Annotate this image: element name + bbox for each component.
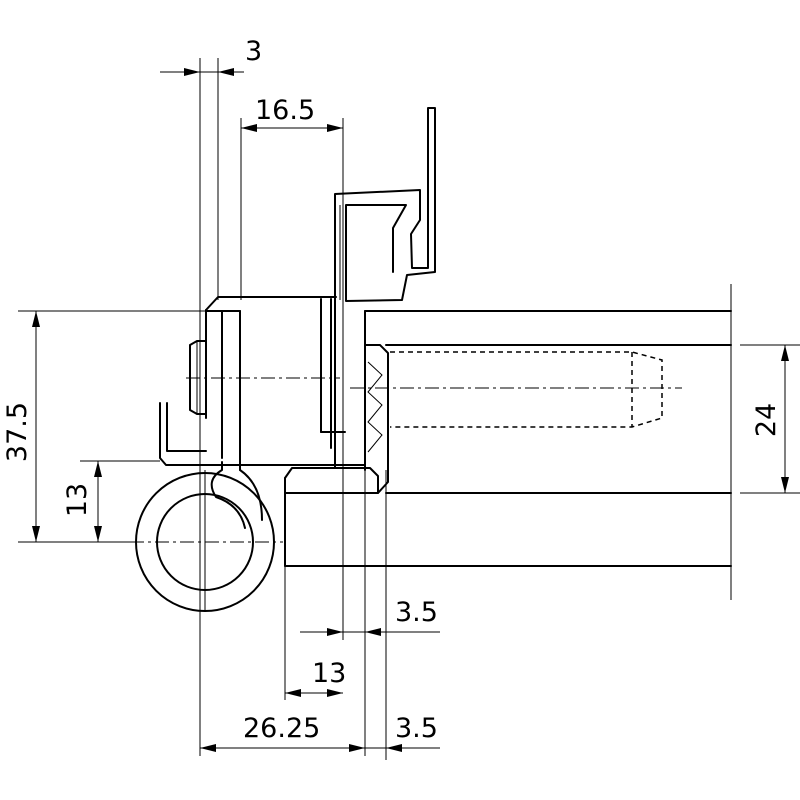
dim-bottom-total-label: 26.25 [243,713,320,744]
bushing [186,344,682,567]
dimension-labels: 3 16.5 37.5 13 24 3.5 13 26.25 3.5 [2,36,782,744]
extension-lines [18,58,800,760]
dim-lower-gap-a-label: 3.5 [395,597,438,628]
frame-profile [334,107,436,469]
dim-top-width-label: 16.5 [255,95,315,126]
pivot-knuckle [130,461,283,612]
dimension-lines [32,68,789,752]
dim-right-height-label: 24 [751,403,782,437]
dim-left-total-label: 37.5 [2,402,33,462]
dim-top-gap-label: 3 [245,36,262,67]
dim-lower-width-label: 13 [312,658,346,689]
dim-left-small-label: 13 [62,483,93,517]
door-leaf [284,284,732,600]
dim-lower-gap-b-label: 3.5 [395,713,438,744]
